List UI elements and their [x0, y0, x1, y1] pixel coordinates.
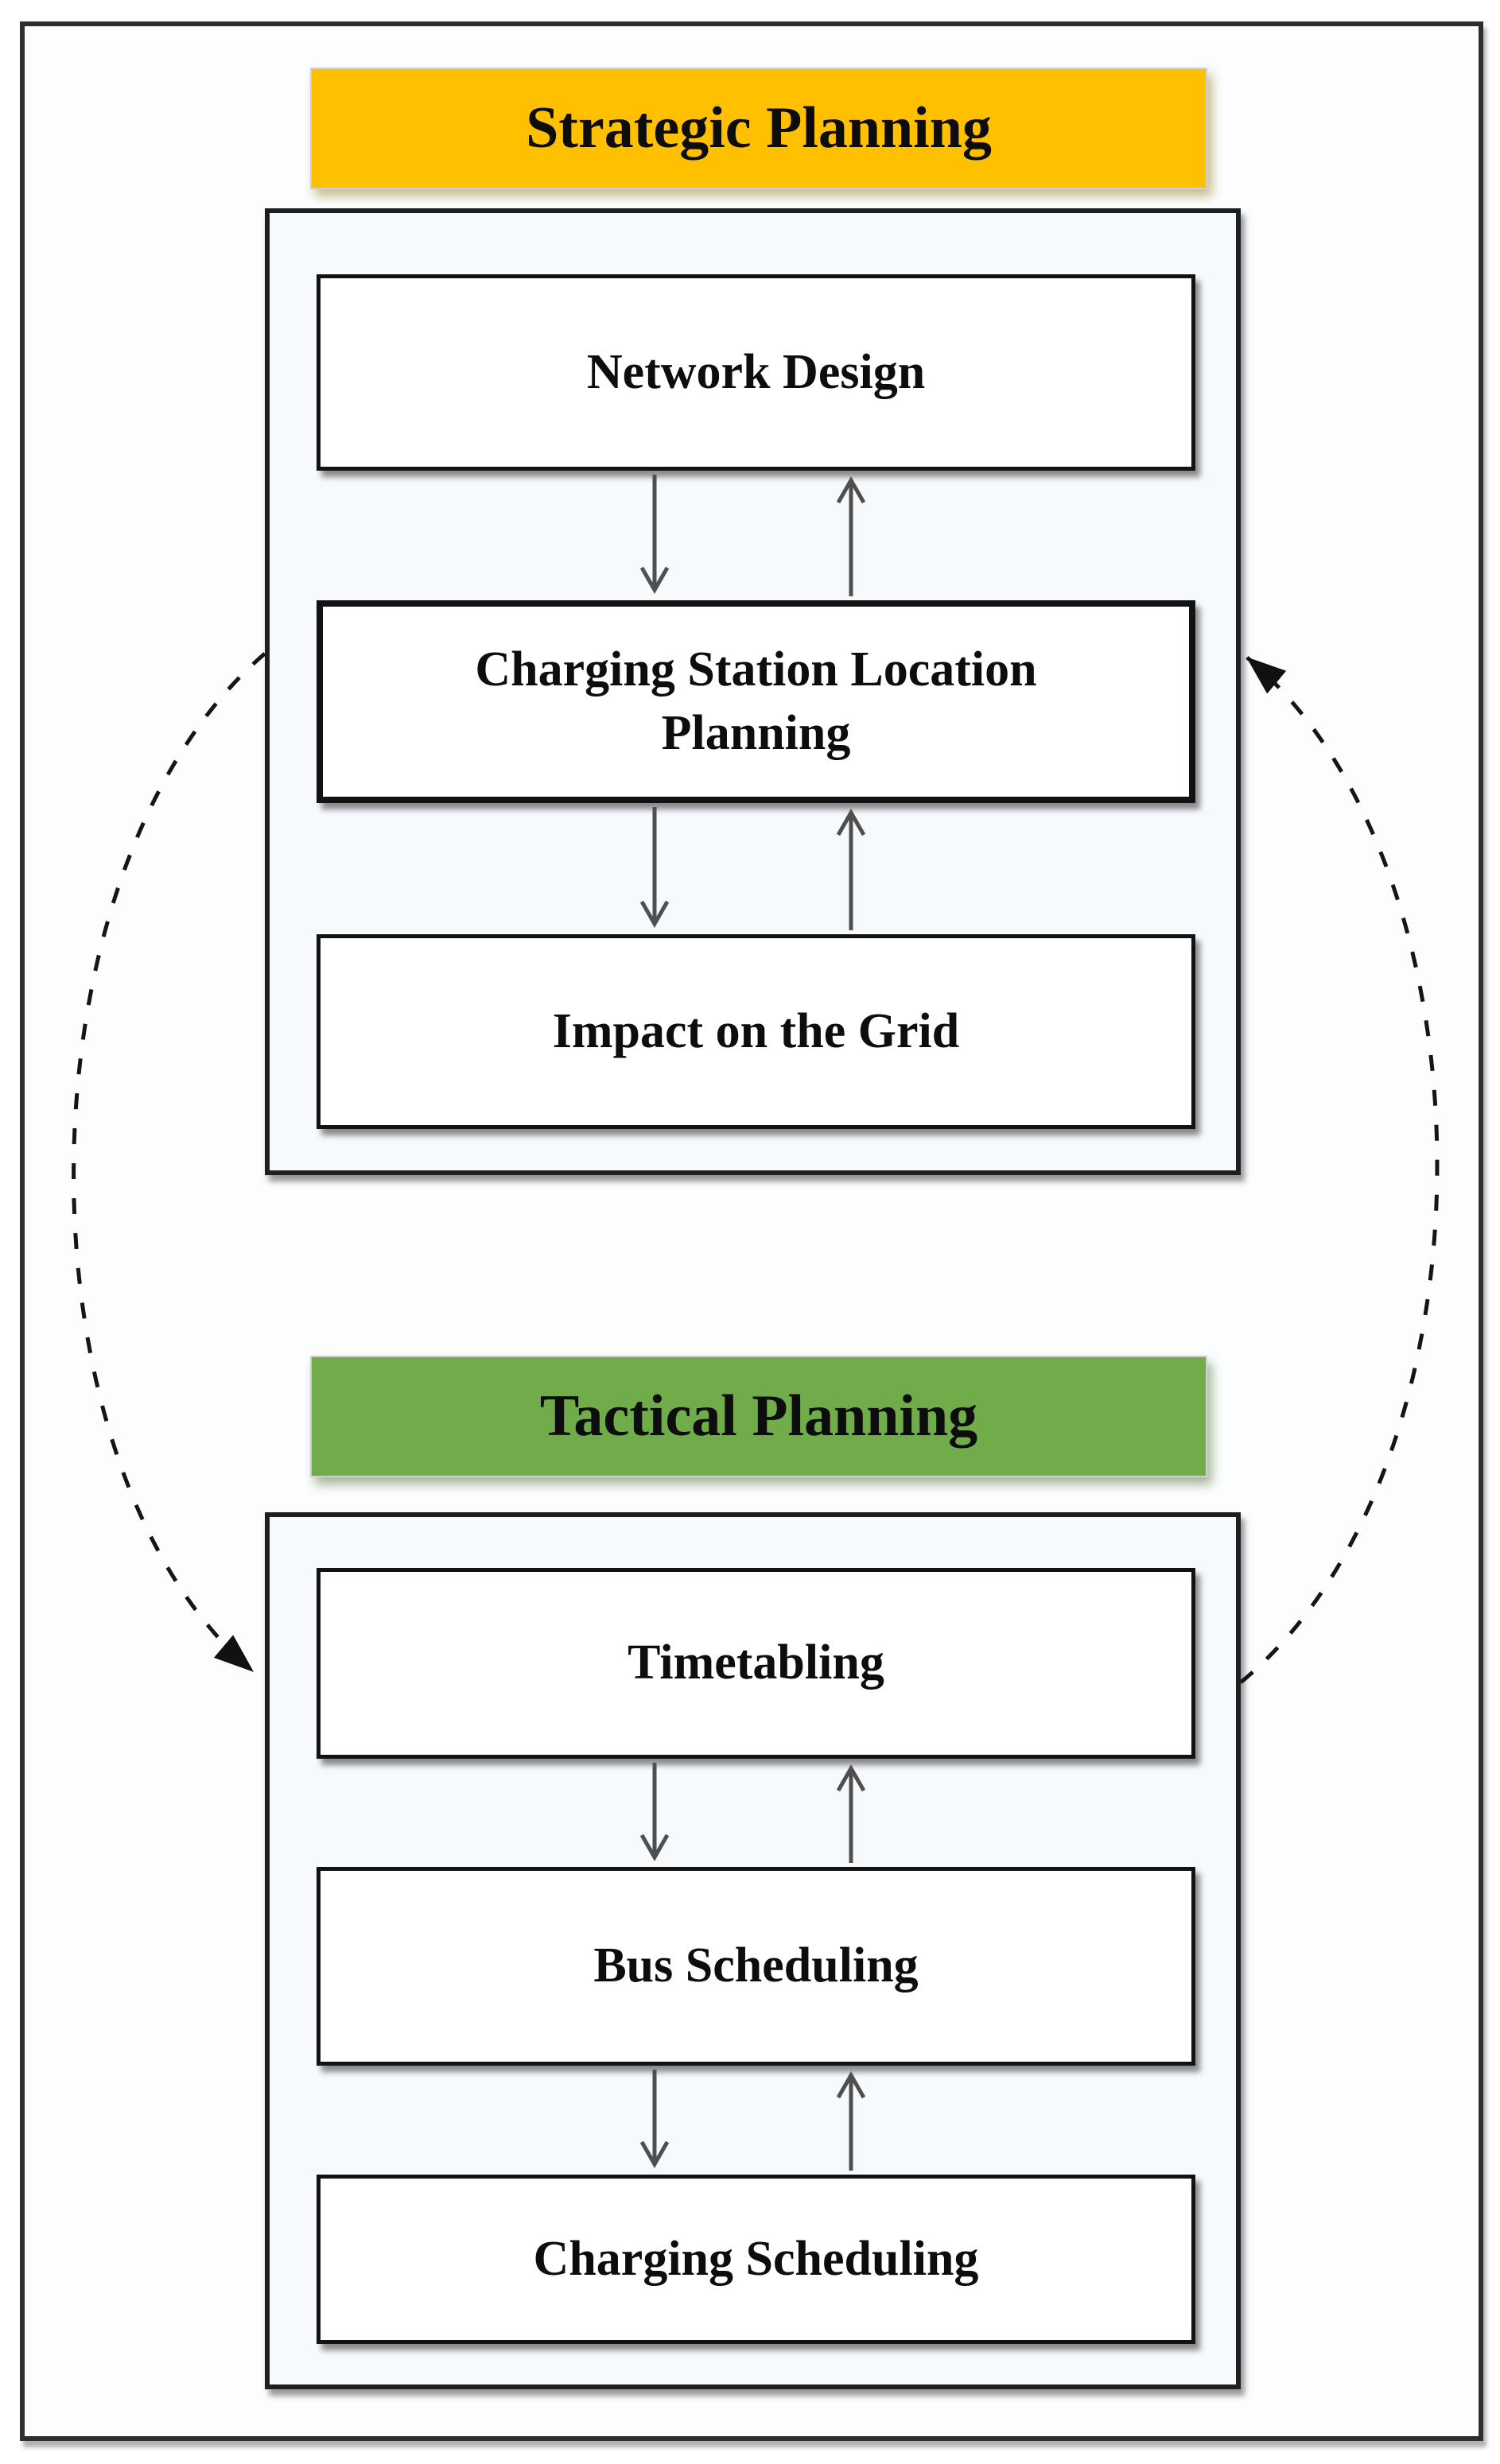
box-network-design-label: Network Design — [586, 344, 926, 399]
box-charging-station-location-planning: Charging Station Location Planning — [317, 600, 1195, 803]
box-charging-scheduling-label: Charging Scheduling — [533, 2231, 979, 2286]
box-bus-scheduling: Bus Scheduling — [317, 1867, 1195, 2066]
strategic-planning-header-label: Strategic Planning — [526, 95, 992, 161]
box-charging-station-location-planning-label: Charging Station Location Planning — [475, 642, 1037, 760]
box-timetabling-label: Timetabling — [628, 1636, 884, 1690]
strategic-planning-header: Strategic Planning — [310, 68, 1207, 189]
box-impact-on-the-grid-label: Impact on the Grid — [552, 1003, 960, 1058]
tactical-planning-header-label: Tactical Planning — [539, 1383, 978, 1449]
tactical-planning-header: Tactical Planning — [310, 1356, 1207, 1477]
box-network-design: Network Design — [317, 274, 1195, 471]
box-timetabling: Timetabling — [317, 1568, 1195, 1759]
box-impact-on-the-grid: Impact on the Grid — [317, 934, 1195, 1129]
box-charging-scheduling: Charging Scheduling — [317, 2175, 1195, 2344]
box-bus-scheduling-label: Bus Scheduling — [593, 1938, 919, 1993]
